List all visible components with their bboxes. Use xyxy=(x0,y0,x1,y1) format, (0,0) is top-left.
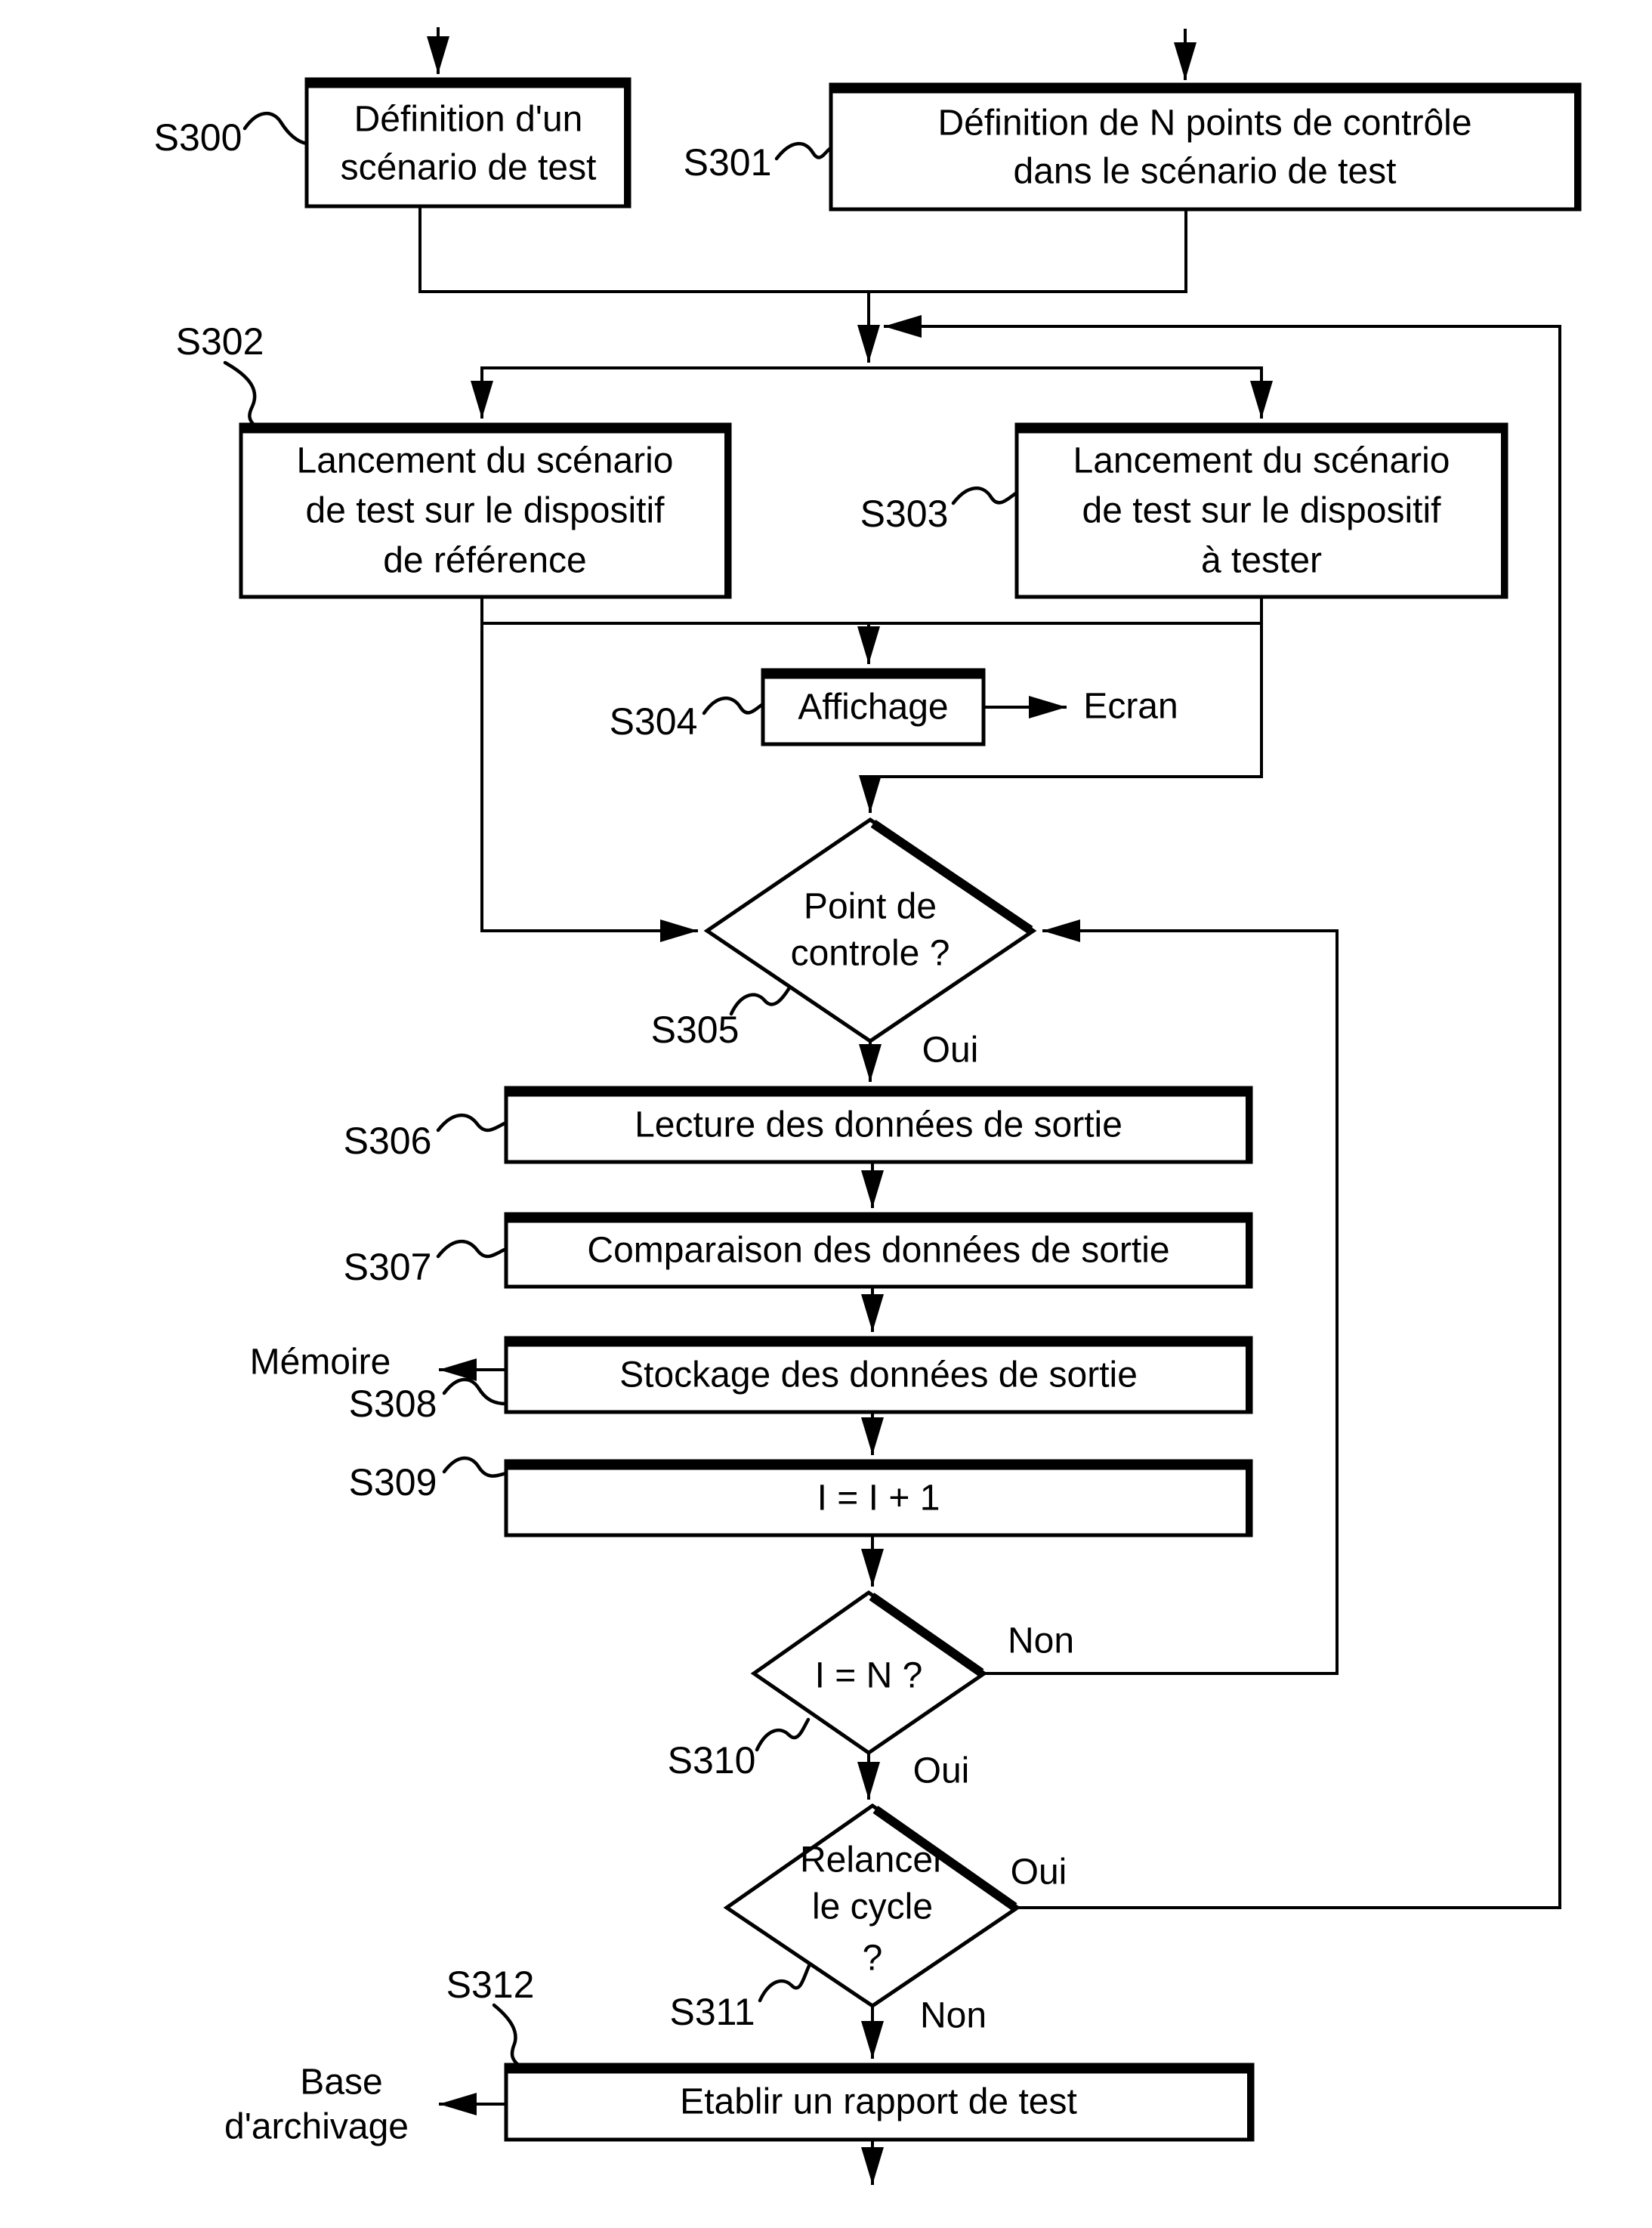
s301-leader-squiggle xyxy=(774,141,833,161)
s309-text-line1: I = I + 1 xyxy=(817,1479,940,1519)
s302-step-label: S302 xyxy=(176,320,264,363)
connector-s311-oui-loop xyxy=(884,315,1561,1909)
s307-text-line1: Comparaison des données de sortie xyxy=(587,1231,1169,1271)
s310-non-label: Non xyxy=(1008,1621,1074,1661)
s310-leader-squiggle xyxy=(755,1717,811,1752)
process-box-s312: Etablir un rapport de test xyxy=(504,2063,1255,2142)
s301-text-line2: dans le scénario de test xyxy=(1014,152,1397,192)
s300-text-line1: Définition d'un xyxy=(354,100,583,140)
s305-text-line2: controle ? xyxy=(791,934,950,974)
s311-text-line3: ? xyxy=(863,1939,883,1979)
s300-leader-squiggle xyxy=(242,111,309,146)
s311-non-label: Non xyxy=(920,1996,987,2036)
s311-step-label: S311 xyxy=(669,1991,755,2033)
s305-leader-squiggle xyxy=(729,984,792,1016)
process-box-s300: Définition d'un scénario de test xyxy=(304,77,631,209)
s309-leader-squiggle xyxy=(442,1456,508,1478)
process-box-s306: Lecture des données de sortie xyxy=(504,1086,1253,1164)
ecran-label: Ecran xyxy=(1083,687,1178,727)
process-box-s301: Définition de N points de contrôle dans … xyxy=(829,82,1582,212)
s306-step-label: S306 xyxy=(344,1120,432,1162)
s305-step-label: S305 xyxy=(651,1009,740,1051)
s308-leader-squiggle xyxy=(442,1377,508,1406)
s301-step-label: S301 xyxy=(684,141,772,184)
connector-s303-to-s305 xyxy=(859,595,1263,813)
s311-oui-label: Oui xyxy=(1011,1853,1067,1893)
s302-leader-squiggle xyxy=(223,360,257,427)
s308-step-label: S308 xyxy=(349,1383,437,1425)
s312-text-line1: Etablir un rapport de test xyxy=(680,2082,1077,2122)
process-box-s302: Lancement du scénario de test sur le dis… xyxy=(239,422,732,599)
s311-text-line2: le cycle xyxy=(812,1887,933,1927)
s303-text-line3: à tester xyxy=(1201,541,1322,581)
s302-text-line2: de test sur le dispositif xyxy=(306,491,665,531)
s310-text-line1: I = N ? xyxy=(815,1656,923,1696)
s304-step-label: S304 xyxy=(610,700,698,743)
s306-text-line1: Lecture des données de sortie xyxy=(635,1105,1122,1145)
s302-text-line1: Lancement du scénario xyxy=(297,441,674,481)
process-box-s309: I = I + 1 xyxy=(504,1459,1253,1537)
connector-s302-to-s305 xyxy=(480,595,698,942)
process-box-s307: Comparaison des données de sortie xyxy=(504,1212,1253,1289)
connector-s310-non-loop xyxy=(983,919,1339,1675)
s300-step-label: S300 xyxy=(154,116,242,159)
base-archivage-label-line1: Base xyxy=(300,2063,382,2103)
s301-text-line1: Définition de N points de contrôle xyxy=(937,104,1471,144)
s303-text-line2: de test sur le dispositif xyxy=(1082,491,1442,531)
s307-leader-squiggle xyxy=(436,1239,508,1259)
process-box-s304: Affichage xyxy=(761,668,986,746)
s309-step-label: S309 xyxy=(349,1461,437,1503)
s310-step-label: S310 xyxy=(668,1739,756,1781)
s310-oui-label: Oui xyxy=(913,1751,970,1791)
s303-leader-squiggle xyxy=(951,486,1019,505)
s306-leader-squiggle xyxy=(436,1113,508,1133)
s311-text-line1: Relancer xyxy=(800,1840,945,1880)
s305-oui-label: Oui xyxy=(922,1031,979,1071)
process-box-s303: Lancement du scénario de test sur le dis… xyxy=(1014,422,1508,599)
base-archivage-label-line2: d'archivage xyxy=(224,2107,409,2147)
decision-diamond-s311: Relancer le cycle ? xyxy=(723,1803,1021,2009)
s300-text-line2: scénario de test xyxy=(341,148,597,188)
s307-step-label: S307 xyxy=(344,1246,432,1288)
process-box-s308: Stockage des données de sortie xyxy=(504,1336,1253,1414)
s304-text-line1: Affichage xyxy=(798,688,948,728)
s311-leader-squiggle xyxy=(758,1962,812,2003)
s305-text-line1: Point de xyxy=(804,887,937,927)
s303-text-line1: Lancement du scénario xyxy=(1073,441,1450,481)
s302-text-line3: de référence xyxy=(383,541,587,581)
decision-diamond-s305: Point de controle ? xyxy=(703,817,1037,1044)
s308-text-line1: Stockage des données de sortie xyxy=(619,1355,1138,1395)
s304-leader-squiggle xyxy=(702,696,765,715)
s303-step-label: S303 xyxy=(860,493,949,535)
decision-diamond-s310: I = N ? xyxy=(750,1590,988,1756)
s312-leader-squiggle xyxy=(492,2003,520,2067)
memoire-label: Mémoire xyxy=(250,1343,391,1383)
s312-step-label: S312 xyxy=(446,1964,535,2006)
